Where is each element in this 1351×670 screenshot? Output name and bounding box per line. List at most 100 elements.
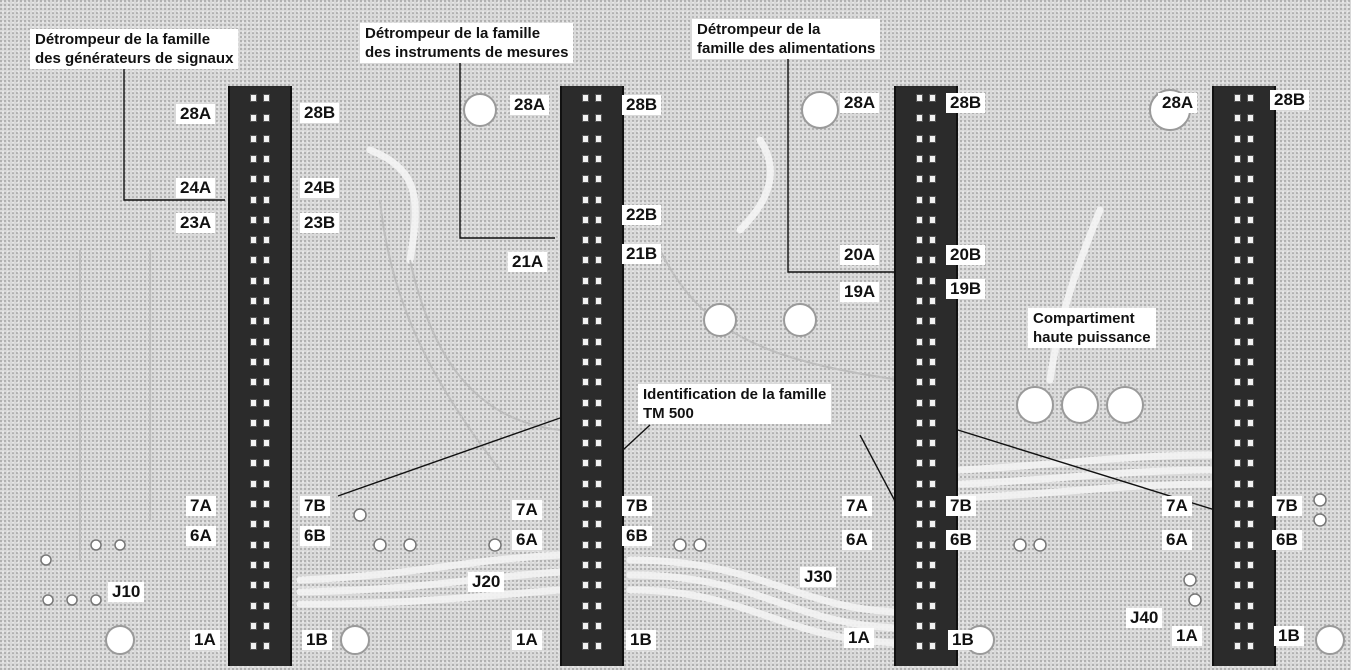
connector-pin — [916, 642, 923, 651]
connector-pin — [263, 134, 270, 143]
connector-pin — [595, 520, 602, 529]
connector-pin — [250, 439, 257, 448]
connector-pin — [929, 256, 936, 265]
connector-pin — [582, 581, 589, 590]
j10-label-6a: 6A — [186, 526, 216, 546]
connector-pin — [263, 378, 270, 387]
connector-pin — [929, 337, 936, 346]
connector-pin — [263, 601, 270, 610]
j20-label-28b: 28B — [622, 95, 662, 115]
connector-pin — [250, 195, 257, 204]
connector-pin — [1234, 500, 1241, 508]
connector-pin — [250, 540, 257, 549]
j20-label-21b: 21B — [622, 244, 662, 264]
connector-pin — [263, 317, 270, 326]
connector-pin — [595, 581, 602, 590]
connector-pin — [582, 540, 589, 549]
connector-pin — [263, 94, 270, 102]
j30-label-28a: 28A — [840, 93, 880, 113]
connector-pin — [582, 317, 589, 326]
connector-pin — [595, 479, 602, 488]
connector-pin — [1234, 236, 1241, 245]
connector-pin — [916, 297, 923, 305]
connector-pin — [1234, 459, 1241, 468]
connector-j20 — [560, 86, 624, 666]
j30-label-20b: 20B — [946, 245, 986, 265]
connector-pin — [1234, 256, 1241, 265]
connector-pin — [916, 236, 923, 245]
connector-pin — [1247, 154, 1254, 163]
connector-pin — [916, 195, 923, 204]
connector-pin — [263, 459, 270, 468]
connector-pin — [595, 114, 602, 123]
connector-pin — [595, 540, 602, 549]
connector-pin — [595, 642, 602, 651]
j30-label-19a: 19A — [840, 282, 880, 302]
callout-signal-generators: Détrompeur de la famille des générateurs… — [30, 29, 239, 69]
connector-pin — [916, 479, 923, 488]
j30-label-28b: 28B — [946, 93, 986, 113]
connector-pin — [929, 357, 936, 366]
connector-pin — [1247, 236, 1254, 245]
connector-pin — [916, 439, 923, 448]
connector-pin — [916, 581, 923, 590]
j40-label-6b: 6B — [1272, 530, 1302, 550]
connector-pin — [1247, 337, 1254, 346]
connector-pin — [582, 175, 589, 184]
connector-pin — [1234, 479, 1241, 488]
j40-label-6a: 6A — [1162, 530, 1192, 550]
connector-j30 — [894, 86, 958, 666]
connector-pin — [250, 581, 257, 590]
connector-pin — [1247, 114, 1254, 123]
connector-pin — [916, 154, 923, 163]
connector-pin — [1247, 357, 1254, 366]
connector-pin — [582, 560, 589, 569]
connector-pin — [916, 256, 923, 265]
connector-pin — [1234, 581, 1241, 590]
j10-label-28a: 28A — [176, 104, 216, 124]
connector-pin — [1247, 459, 1254, 468]
connector-pin — [929, 642, 936, 651]
connector-pin — [250, 642, 257, 651]
connector-pin — [263, 398, 270, 407]
j40-name: J40 — [1126, 608, 1163, 628]
connector-pin — [263, 215, 270, 224]
connector-pin — [916, 337, 923, 346]
connector-pin — [929, 540, 936, 549]
connector-pin — [929, 378, 936, 387]
j40-label-7a: 7A — [1162, 496, 1192, 516]
connector-pin — [582, 479, 589, 488]
connector-pin — [595, 601, 602, 610]
connector-pin — [250, 520, 257, 529]
connector-pin — [250, 236, 257, 245]
connector-pin — [250, 459, 257, 468]
connector-pin — [250, 114, 257, 123]
connector-pin — [263, 621, 270, 630]
connector-pin — [1247, 601, 1254, 610]
connector-pin — [250, 256, 257, 265]
connector-pin — [250, 621, 257, 630]
connector-pin — [263, 195, 270, 204]
connector-pin — [595, 337, 602, 346]
connector-pin — [1234, 520, 1241, 529]
connector-pin — [250, 317, 257, 326]
j30-label-6a: 6A — [842, 530, 872, 550]
connector-pin — [1247, 479, 1254, 488]
connector-pin — [263, 500, 270, 508]
connector-pin — [916, 378, 923, 387]
connector-pin — [595, 175, 602, 184]
connector-pin — [1247, 439, 1254, 448]
connector-pin — [582, 114, 589, 123]
connector-pin — [582, 134, 589, 143]
connector-pin — [1234, 540, 1241, 549]
connector-pin — [595, 215, 602, 224]
connector-pin — [582, 520, 589, 529]
j10-label-24b: 24B — [300, 178, 340, 198]
connector-pin — [250, 337, 257, 346]
connector-pin — [263, 256, 270, 265]
j30-label-6b: 6B — [946, 530, 976, 550]
connector-pin — [582, 398, 589, 407]
connector-pin — [250, 398, 257, 407]
connector-pin — [929, 581, 936, 590]
